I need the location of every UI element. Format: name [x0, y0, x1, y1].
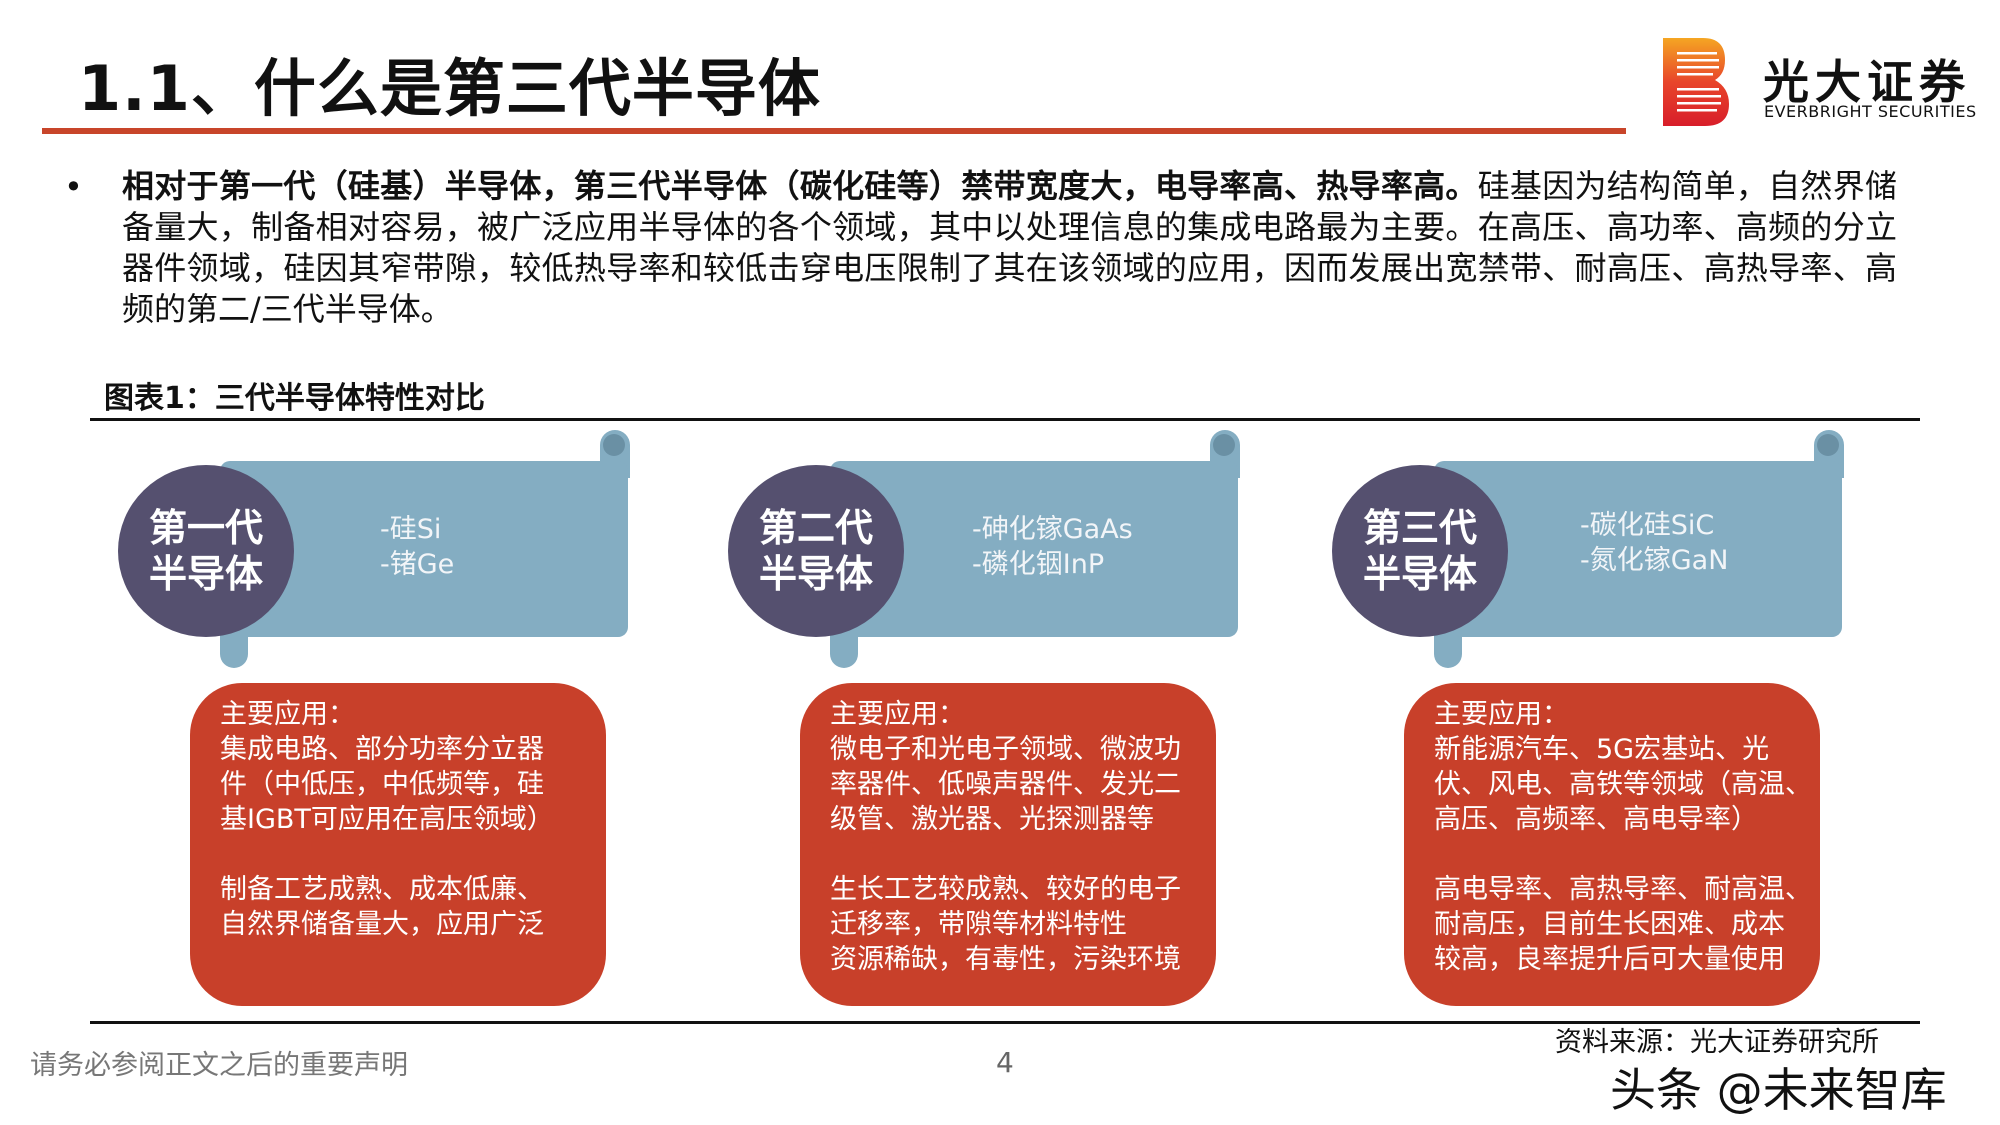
- badge-line: 半导体: [148, 552, 263, 596]
- badge-line: 第一代: [148, 506, 263, 550]
- app-line: 件（中低压，中低频等，硅: [220, 769, 544, 800]
- feature-line: 制备工艺成熟、成本低廉、: [220, 874, 544, 905]
- app-line: 基IGBT可应用在高压领域）: [220, 804, 554, 835]
- footer-divider: [90, 1021, 1920, 1024]
- feature-line: 迁移率，带隙等材料特性: [830, 909, 1127, 940]
- material: -氮化镓GaN: [1580, 545, 1729, 576]
- page-number: 4: [996, 1046, 1014, 1079]
- badge-line: 半导体: [758, 552, 873, 596]
- app-line: 新能源汽车、5G宏基站、光: [1434, 734, 1770, 765]
- applications-box: 主要应用： 集成电路、部分功率分立器 件（中低压，中低频等，硅 基IGBT可应用…: [190, 683, 606, 1006]
- badge-line: 第二代: [758, 506, 873, 550]
- badge-line: 半导体: [1362, 552, 1477, 596]
- material: -磷化铟InP: [972, 549, 1105, 580]
- feature-line: 生长工艺较成熟、较好的电子: [830, 874, 1181, 905]
- app-line: 伏、风电、高铁等领域（高温、: [1434, 769, 1812, 800]
- feature-line: 自然界储备量大，应用广泛: [220, 909, 544, 940]
- intro-paragraph: 相对于第一代（硅基）半导体，第三代半导体（碳化硅等）禁带宽度大，电导率高、热导率…: [122, 166, 1897, 330]
- app-line: 高压、高频率、高电导率）: [1434, 804, 1758, 835]
- materials-list: -碳化硅SiC -氮化镓GaN: [1580, 508, 1728, 578]
- logo-b-icon: [1663, 38, 1729, 126]
- app-line: 微电子和光电子领域、微波功: [830, 734, 1181, 765]
- material: -硅Si: [380, 514, 442, 545]
- app-line: 集成电路、部分功率分立器: [220, 734, 544, 765]
- title-underline: [42, 128, 1626, 134]
- app-line: 率器件、低噪声器件、发光二: [830, 769, 1181, 800]
- material: -碳化硅SiC: [1580, 510, 1715, 541]
- caption-divider: [90, 418, 1920, 421]
- bullet-icon: •: [64, 168, 83, 206]
- material: -砷化镓GaAs: [972, 514, 1133, 545]
- app-title: 主要应用：: [220, 699, 355, 730]
- generation-1-card: 第一代半导体 -硅Si -锗Ge 主要应用： 集成电路、部分功率分立器 件（中低压…: [100, 430, 660, 1010]
- applications-box: 主要应用： 微电子和光电子领域、微波功 率器件、低噪声器件、发光二 级管、激光器…: [800, 683, 1216, 1006]
- feature-line: 耐高压，目前生长困难、成本: [1434, 909, 1785, 940]
- logo-text-cn: 光大证券: [1763, 55, 1971, 109]
- intro-bold: 相对于第一代（硅基）半导体，第三代半导体（碳化硅等）禁带宽度大，电导率高、热导率…: [122, 167, 1478, 205]
- page-title: 1.1、什么是第三代半导体: [78, 52, 821, 125]
- figure-source: 资料来源：光大证券研究所: [1555, 1027, 1879, 1058]
- applications-box: 主要应用： 新能源汽车、5G宏基站、光 伏、风电、高铁等领域（高温、 高压、高频…: [1404, 683, 1820, 1006]
- generation-badge: 第二代半导体: [728, 465, 904, 637]
- watermark: 头条 @未来智库: [1610, 1063, 1947, 1117]
- app-title: 主要应用：: [830, 699, 965, 730]
- badge-line: 第三代: [1362, 506, 1477, 550]
- app-title: 主要应用：: [1434, 699, 1569, 730]
- feature-line: 资源稀缺，有毒性，污染环境: [830, 944, 1181, 975]
- generation-2-card: 第二代半导体 -砷化镓GaAs -磷化铟InP 主要应用： 微电子和光电子领域、微…: [710, 430, 1270, 1010]
- generation-3-card: 第三代半导体 -碳化硅SiC -氮化镓GaN 主要应用： 新能源汽车、5G宏基站、…: [1314, 430, 1874, 1010]
- feature-line: 较高，良率提升后可大量使用: [1434, 944, 1785, 975]
- app-line: 级管、激光器、光探测器等: [830, 804, 1154, 835]
- disclaimer: 请务必参阅正文之后的重要声明: [30, 1050, 408, 1081]
- materials-list: -硅Si -锗Ge: [380, 512, 454, 582]
- intro-text: 硅基因为结构简单，自然界储备量大，制备相对容易，被广泛应用半导体的各个领域，其中…: [122, 167, 1897, 328]
- generation-badge: 第一代半导体: [118, 465, 294, 637]
- everbright-logo: 光大证券 EVERBRIGHT SECURITIES: [1663, 38, 1983, 128]
- generation-badge: 第三代半导体: [1332, 465, 1508, 637]
- figure-caption: 图表1：三代半导体特性对比: [104, 381, 485, 416]
- feature-line: 高电导率、高热导率、耐高温、: [1434, 874, 1812, 905]
- material: -锗Ge: [380, 549, 455, 580]
- logo-text-en: EVERBRIGHT SECURITIES: [1764, 102, 1977, 121]
- materials-list: -砷化镓GaAs -磷化铟InP: [972, 512, 1133, 582]
